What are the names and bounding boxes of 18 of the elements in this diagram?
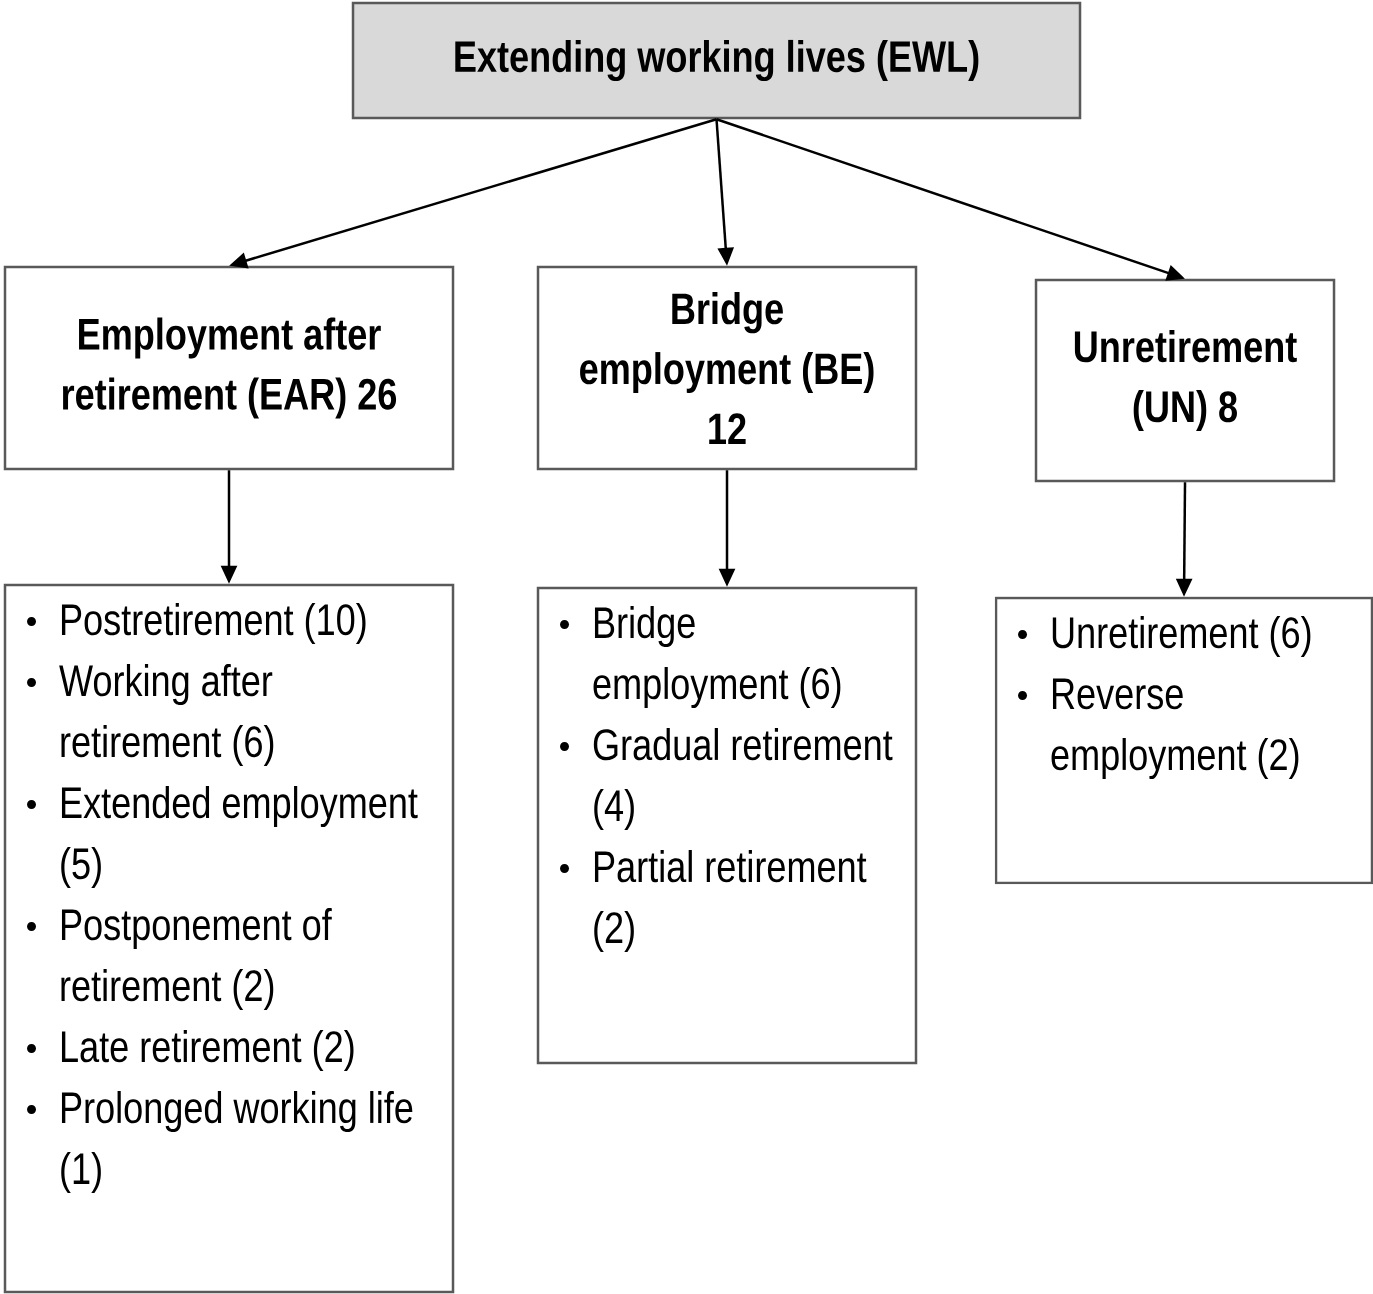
bullet-item: Postponement of retirement (2) [27, 908, 332, 1010]
bullet-item: Gradual retirement (4) [560, 728, 893, 830]
bullet-item: Late retirement (2) [27, 1030, 354, 1071]
list-box [994, 596, 1373, 885]
bullet-item: Postretirement (10) [27, 603, 366, 644]
list-box [536, 586, 918, 1065]
bullet-item: Prolonged working life (1) [27, 1091, 413, 1193]
category-box: Employment after retirement (EAR) 26 [3, 265, 455, 471]
category-box: Bridge employment (BE) 12 [536, 265, 918, 471]
category-box: Unretirement (UN) 8 [1034, 278, 1336, 483]
bullet-item: Unretirement (6) [1018, 616, 1311, 657]
bullet-item: Working after retirement (6) [27, 664, 274, 766]
bullet-item: Extended employment (5) [27, 786, 418, 888]
root-box: Extending working lives (EWL) [351, 1, 1082, 120]
bullet-item: Partial retirement (2) [560, 850, 867, 952]
bullet-item: Reverse employment (2) [1018, 678, 1299, 779]
list-box [3, 583, 455, 1294]
bullet-item: Bridge employment (6) [560, 606, 841, 708]
